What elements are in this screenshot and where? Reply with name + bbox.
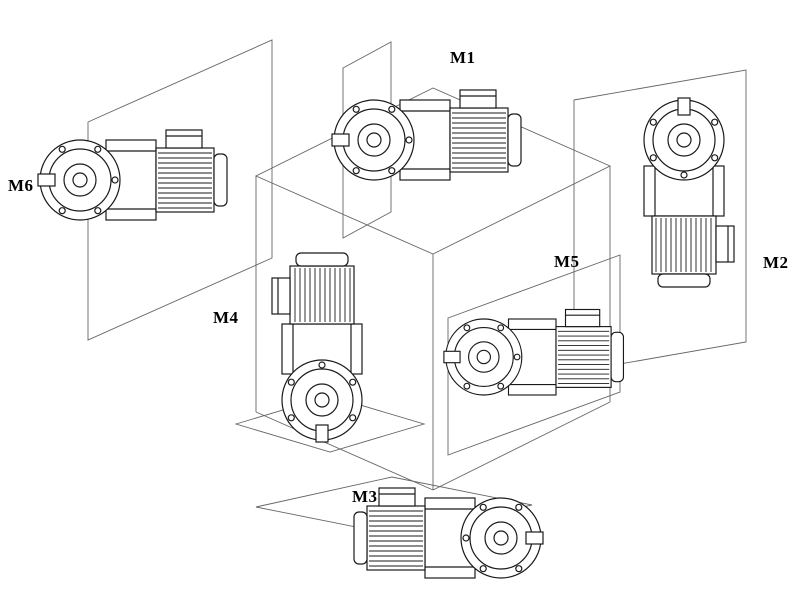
- gearmotor-m5: [443, 308, 625, 396]
- label-m2: M2: [763, 253, 789, 272]
- projection-cube: [254, 87, 612, 491]
- gearmotor-m6: [37, 129, 228, 221]
- mounting-plane-m3: [255, 476, 533, 536]
- label-m1: M1: [450, 48, 476, 67]
- label-m3: M3: [352, 487, 378, 506]
- label-m5: M5: [554, 252, 580, 271]
- label-m6: M6: [8, 176, 34, 195]
- gearmotor-m3: [353, 487, 544, 579]
- gearmotor-m2: [643, 97, 735, 288]
- mounting-plane-m2: [573, 69, 747, 373]
- mounting-plane-m6: [87, 39, 273, 341]
- mounting-plane-m1: [342, 41, 392, 239]
- gearmotor-m4: [271, 252, 363, 443]
- gearmotor-m1: [331, 89, 522, 181]
- mounting-plane-m5: [447, 254, 621, 456]
- label-m4: M4: [213, 308, 239, 327]
